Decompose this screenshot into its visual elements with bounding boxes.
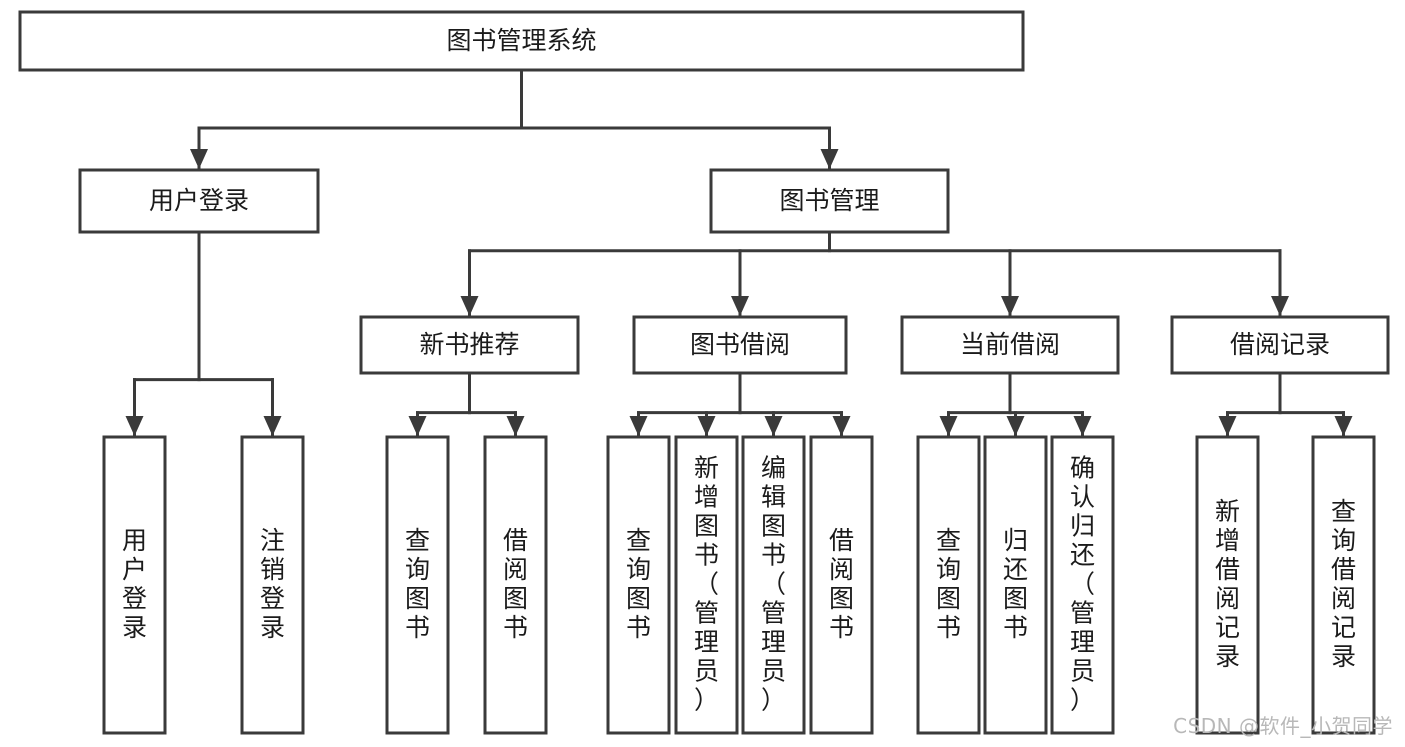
node-borrow-record[interactable]: 借阅记录 xyxy=(1170,315,1390,375)
node-label-leaf-query-book-3: 查询图书 xyxy=(936,526,961,642)
arrow-head-leaf-query-book-1 xyxy=(408,416,427,436)
node-label-book-manage: 图书管理 xyxy=(779,186,879,215)
node-leaf-borrow-book-1[interactable]: 借阅图书 xyxy=(483,435,548,735)
arrow-head-leaf-add-record xyxy=(1218,416,1237,436)
arrow-head-current-borrow xyxy=(1001,296,1019,316)
node-label-leaf-borrow-book-2: 借阅图书 xyxy=(829,526,854,642)
node-box-new-book-rec xyxy=(359,315,580,375)
node-label-leaf-query-book-1: 查询图书 xyxy=(405,526,430,642)
node-box-leaf-query-record xyxy=(1311,435,1376,735)
node-leaf-borrow-book-2[interactable]: 借阅图书 xyxy=(809,435,874,735)
node-leaf-edit-book[interactable]: 编辑图书（管理员） xyxy=(741,435,806,735)
node-book-manage[interactable]: 图书管理 xyxy=(709,168,950,234)
node-box-leaf-query-book-1 xyxy=(385,435,450,735)
node-book-borrow[interactable]: 图书借阅 xyxy=(632,315,848,375)
node-label-leaf-edit-book: 编辑图书（管理员） xyxy=(761,454,786,715)
node-root[interactable]: 图书管理系统 xyxy=(18,10,1025,72)
node-leaf-query-book-2[interactable]: 查询图书 xyxy=(606,435,671,735)
node-box-leaf-user-logout xyxy=(240,435,305,735)
node-box-root xyxy=(18,10,1025,72)
node-label-leaf-add-book: 新增图书（管理员） xyxy=(694,454,719,715)
arrow-head-user-login xyxy=(190,149,208,169)
node-box-leaf-query-book-3 xyxy=(916,435,981,735)
node-leaf-confirm-return[interactable]: 确认归还（管理员） xyxy=(1050,435,1115,735)
arrow-head-leaf-query-book-2 xyxy=(629,416,648,436)
node-box-borrow-record xyxy=(1170,315,1390,375)
node-label-leaf-query-book-2: 查询图书 xyxy=(626,526,651,642)
node-current-borrow[interactable]: 当前借阅 xyxy=(900,315,1120,375)
node-label-leaf-return-book: 归还图书 xyxy=(1003,526,1028,642)
node-box-book-manage xyxy=(709,168,950,234)
node-label-new-book-rec: 新书推荐 xyxy=(419,330,519,359)
node-leaf-user-login[interactable]: 用户登录 xyxy=(102,435,167,735)
node-label-user-login: 用户登录 xyxy=(149,186,249,215)
node-user-login[interactable]: 用户登录 xyxy=(78,168,320,234)
node-label-leaf-user-logout: 注销登录 xyxy=(260,526,285,642)
node-box-leaf-user-login xyxy=(102,435,167,735)
arrow-head-new-book-rec xyxy=(460,296,479,316)
arrow-head-leaf-borrow-book-2 xyxy=(832,416,851,436)
node-leaf-return-book[interactable]: 归还图书 xyxy=(983,435,1048,735)
node-new-book-rec[interactable]: 新书推荐 xyxy=(359,315,580,375)
node-label-leaf-add-record: 新增借阅记录 xyxy=(1215,497,1240,671)
node-leaf-add-book[interactable]: 新增图书（管理员） xyxy=(674,435,739,735)
arrow-head-borrow-record xyxy=(1271,296,1289,316)
node-box-leaf-borrow-book-2 xyxy=(809,435,874,735)
arrow-head-leaf-query-book-3 xyxy=(939,416,958,436)
node-box-book-borrow xyxy=(632,315,848,375)
node-box-leaf-edit-book xyxy=(741,435,806,735)
node-box-current-borrow xyxy=(900,315,1120,375)
node-box-leaf-query-book-2 xyxy=(606,435,671,735)
arrow-head-leaf-borrow-book-1 xyxy=(506,416,525,436)
arrow-head-leaf-user-login xyxy=(125,416,144,436)
node-label-borrow-record: 借阅记录 xyxy=(1230,330,1330,359)
node-box-leaf-add-book xyxy=(674,435,739,735)
node-leaf-query-record[interactable]: 查询借阅记录 xyxy=(1311,435,1376,735)
arrow-head-leaf-return-book xyxy=(1006,416,1025,436)
node-box-user-login xyxy=(78,168,320,234)
arrow-head-leaf-query-record xyxy=(1334,416,1353,436)
node-label-leaf-confirm-return: 确认归还（管理员） xyxy=(1070,454,1095,715)
node-label-root: 图书管理系统 xyxy=(446,26,596,55)
node-leaf-user-logout[interactable]: 注销登录 xyxy=(240,435,305,735)
node-box-leaf-confirm-return xyxy=(1050,435,1115,735)
node-box-leaf-return-book xyxy=(983,435,1048,735)
node-label-leaf-borrow-book-1: 借阅图书 xyxy=(503,526,528,642)
csdn-watermark: CSDN @软件_小贺同学 xyxy=(1173,714,1393,738)
node-label-book-borrow: 图书借阅 xyxy=(690,330,790,359)
node-boxes: 图书管理系统用户登录图书管理新书推荐图书借阅当前借阅借阅记录用户登录注销登录查询… xyxy=(18,10,1390,735)
node-label-leaf-user-login: 用户登录 xyxy=(122,526,147,642)
connector-lines xyxy=(125,68,1353,438)
node-label-current-borrow: 当前借阅 xyxy=(960,330,1060,359)
node-leaf-add-record[interactable]: 新增借阅记录 xyxy=(1195,435,1260,735)
node-label-leaf-query-record: 查询借阅记录 xyxy=(1331,497,1356,671)
arrow-head-leaf-add-book xyxy=(697,416,716,436)
node-box-leaf-borrow-book-1 xyxy=(483,435,548,735)
arrow-head-leaf-edit-book xyxy=(764,416,783,436)
node-leaf-query-book-1[interactable]: 查询图书 xyxy=(385,435,450,735)
node-leaf-query-book-3[interactable]: 查询图书 xyxy=(916,435,981,735)
arrow-head-book-borrow xyxy=(731,296,749,316)
arrow-head-leaf-user-logout xyxy=(263,416,282,436)
node-box-leaf-add-record xyxy=(1195,435,1260,735)
arrow-head-leaf-confirm-return xyxy=(1073,416,1092,436)
arrow-head-book-manage xyxy=(820,149,839,169)
